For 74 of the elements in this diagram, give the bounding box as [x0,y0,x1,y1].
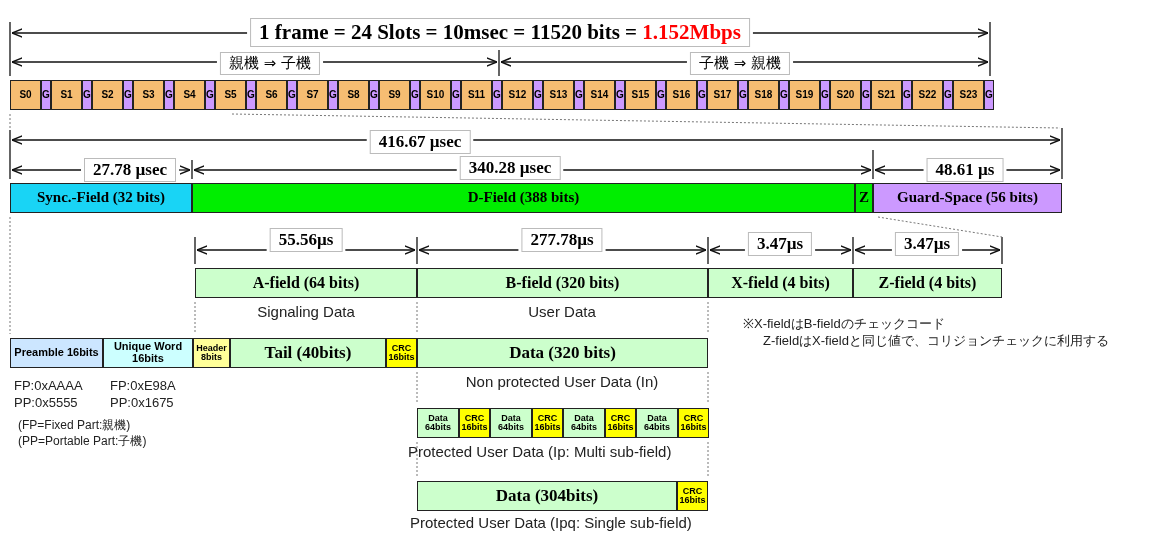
slot-cell: S18 [748,80,779,110]
dimension-label: 55.56µs [269,228,343,252]
dimension-label: 340.28 µsec [459,156,561,180]
note-text: ※X-fieldはB-fieldのチェックコード [743,315,945,333]
crc-box: CRC 16bits [605,408,636,438]
a-field-box: A-field (64 bits) [195,268,417,298]
slot-cell: S23 [953,80,984,110]
caption-text: Non protected User Data (In) [465,373,659,390]
slot-cell: S17 [707,80,738,110]
slot-cell: S20 [830,80,861,110]
heading-text: 1 frame = 24 Slots = 10msec = 11520 bits = [259,20,638,44]
tail-box: Tail (40bits) [230,338,386,368]
data-box: Data 64bits [636,408,678,438]
slot-cell: S2 [92,80,123,110]
direction-label: 親機 ⇒ 子機 [219,52,321,75]
caption-text: Signaling Data [257,303,355,320]
caption-text: User Data [528,303,596,320]
b-field-box: B-field (320 bits) [417,268,708,298]
z-field-box: Z [855,183,873,213]
data-box: Data (320 bits) [417,338,708,368]
slot-cell: S13 [543,80,574,110]
caption-text: Protected User Data (Ipq: Single sub-field) [410,514,692,531]
x-field-box: X-field (4 bits) [708,268,853,298]
crc-box: CRC 16bits [386,338,417,368]
slot-cell: S0 [10,80,41,110]
slot-cell: S1 [51,80,82,110]
slot-cell: S6 [256,80,287,110]
sync-field-box: Sync.-Field (32 bits) [10,183,192,213]
crc-box: CRC 16bits [459,408,490,438]
slot-cell: S19 [789,80,820,110]
code-value: PP:0x1675 [110,395,174,410]
note-text: Z-fieldはX-fieldと同じ値で、コリジョンチェックに利用する [763,332,1109,350]
slot-cell: S15 [625,80,656,110]
z-field-box: Z-field (4 bits) [853,268,1002,298]
code-value: PP:0x5555 [14,395,78,410]
dimension-label: 27.78 µsec [84,158,176,182]
slot-cell: S9 [379,80,410,110]
dimension-label: 3.47µs [894,232,960,256]
slot-cell: S21 [871,80,902,110]
unique-word-box: Unique Word 16bits [103,338,193,368]
data-box: Data 64bits [490,408,532,438]
slot-cell: S12 [502,80,533,110]
d-field-box: D-Field (388 bits) [192,183,855,213]
slot-cell: S3 [133,80,164,110]
crc-box: CRC 16bits [678,408,709,438]
preamble-box: Preamble 16bits [10,338,103,368]
slot-cell: S14 [584,80,615,110]
direction-label: 子機 ⇒ 親機 [689,52,791,75]
code-value: FP:0xE98A [110,378,176,393]
crc-box: CRC 16bits [677,481,708,511]
crc-box: CRC 16bits [532,408,563,438]
dimension-label: 48.61 µs [926,158,1004,182]
data-box: Data 64bits [563,408,605,438]
slot-cell: S11 [461,80,492,110]
slot-cell: S7 [297,80,328,110]
slot-cell: S4 [174,80,205,110]
dimension-label: 277.78µs [521,228,603,252]
caption-text: Protected User Data (Ip: Multi sub-field) [408,443,672,460]
note-text: (FP=Fixed Part:親機) [18,417,131,434]
guard-space-box: Guard-Space (56 bits) [873,183,1062,213]
slot-cell: S22 [912,80,943,110]
slot-cell: S5 [215,80,246,110]
data-box: Data 64bits [417,408,459,438]
header-box: Header 8bits [193,338,230,368]
code-value: FP:0xAAAA [14,378,83,393]
slot-cell: S10 [420,80,451,110]
data-box: Data (304bits) [417,481,677,511]
note-text: (PP=Portable Part:子機) [18,433,147,450]
guard-cell: G [984,80,994,110]
slot-cell: S16 [666,80,697,110]
dimension-label: 416.67 µsec [369,130,471,154]
rate-text: 1.152Mbps [642,20,741,44]
slot-cell: S8 [338,80,369,110]
dimension-label: 3.47µs [747,232,813,256]
